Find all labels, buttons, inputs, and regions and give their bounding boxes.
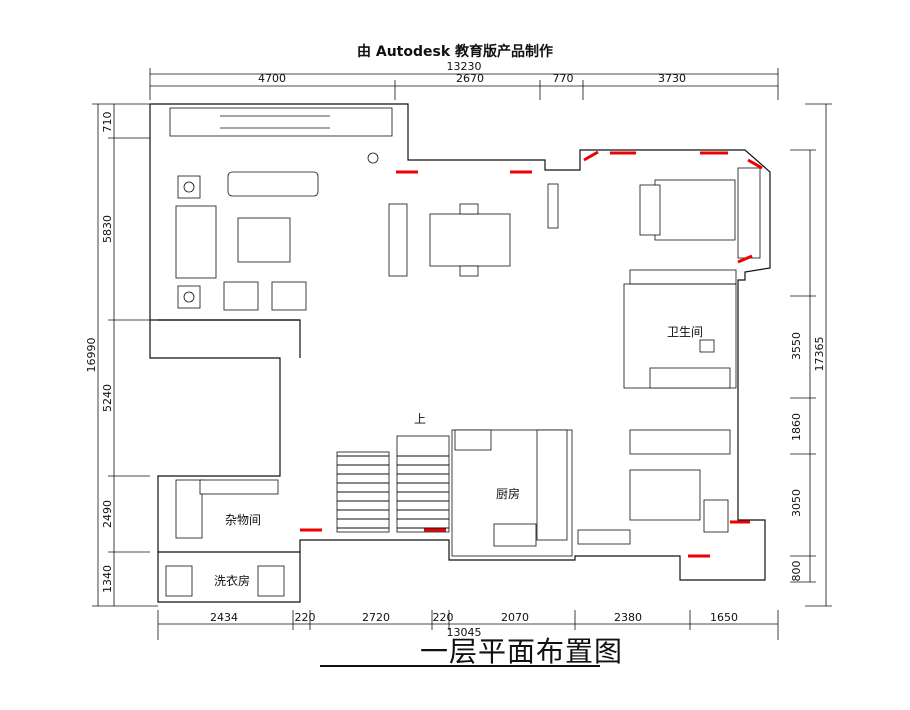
left-dim-5: 1340 [101,565,114,593]
stove [493,523,537,547]
left-total-dim: 16990 [85,338,98,373]
sofa [175,205,217,279]
bottom-dim-2: 220 [295,611,316,624]
fridge [454,429,492,451]
top-dim-1: 4700 [258,72,286,85]
tv-cabinet [388,203,408,277]
lounge-chair [227,171,319,197]
title-underline [320,665,600,667]
storage-laundry: 杂物间 洗衣房 [158,479,300,597]
armchair [271,281,307,311]
autodesk-stamp: 由 Autodesk 教育版产品制作 [356,44,554,60]
nightstand [737,167,761,259]
bathroom: 卫生间 [623,269,737,455]
counter [629,269,737,285]
right-dim-2: 1860 [790,413,803,441]
left-dim-4: 2490 [101,500,114,528]
guest-bedroom [577,469,729,545]
shelf [175,479,203,539]
left-dimensions: 710 5830 5240 2490 1340 16990 [85,103,158,607]
bottom-dim-3: 2720 [362,611,390,624]
washing-machine [165,565,193,597]
right-dim-4: 800 [790,561,803,582]
desk [703,499,729,533]
kitchen-label: 厨房 [496,486,520,501]
top-dimensions: 13230 4700 2670 770 3730 [149,60,779,100]
top-dim-4: 3730 [658,72,686,85]
right-dimensions: 3550 1860 3050 800 17365 [790,103,832,607]
bottom-total-dim: 13045 [447,626,482,639]
ceiling-lamp-icon [367,152,379,164]
bottom-dim-5: 2070 [501,611,529,624]
left-dim-2: 5830 [101,215,114,243]
bottom-dim-4: 220 [433,611,454,624]
top-dim-2: 2670 [456,72,484,85]
right-dim-1: 3550 [790,332,803,360]
right-dim-3: 3050 [790,489,803,517]
bathtub [649,367,731,389]
wardrobe-cabinet [169,107,393,137]
master-bedroom [547,167,761,259]
left-dim-1: 710 [101,112,114,133]
exterior-walls [149,103,771,603]
stair-up-label: 上 [414,412,426,426]
bottom-dim-7: 1650 [710,611,738,624]
wall-cabinet [547,183,559,229]
top-total-dim: 13230 [447,60,482,73]
staircase: 上 [336,412,450,533]
kitchen-counter [536,429,568,541]
living-room [169,107,511,311]
wardrobe [577,529,631,545]
top-dim-3: 770 [553,72,574,85]
laundry-label: 洗衣房 [214,573,250,588]
double-bed [654,179,736,241]
shelf [199,479,279,495]
plan-title: 一层平面布置图 [420,635,624,668]
right-total-dim: 17365 [813,337,826,372]
kitchen: 厨房 [451,429,573,557]
toilet [699,339,715,353]
bathroom-label: 卫生间 [667,325,703,339]
bottom-dim-6: 2380 [614,611,642,624]
bottom-dimensions: 2434 220 2720 220 2070 2380 1650 13045 [157,610,779,640]
single-bed [629,469,701,521]
bottom-dim-1: 2434 [210,611,238,624]
washing-machine [257,565,285,597]
armchair [223,281,259,311]
coffee-table [237,217,291,263]
left-dim-3: 5240 [101,384,114,412]
storage-label: 杂物间 [225,513,261,527]
windows [300,150,763,558]
dining-table [429,213,511,267]
